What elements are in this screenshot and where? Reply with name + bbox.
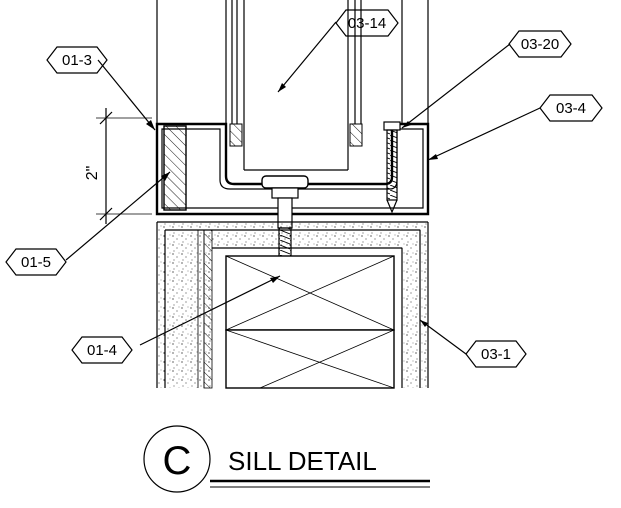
dimension-2in: 2": [84, 108, 152, 224]
svg-text:01-3: 01-3: [62, 52, 92, 69]
keynote-tag-01-3: 01-3: [46, 46, 108, 74]
svg-text:03-1: 03-1: [481, 346, 511, 363]
fastener-washer: [261, 175, 309, 189]
keynote-tag-03-4: 03-4: [539, 94, 603, 122]
detail-title-block: C SILL DETAIL: [143, 425, 430, 493]
keynote-tag-03-14: 03-14: [335, 9, 399, 37]
jamb-lines: [156, 0, 429, 170]
keynote-tag-01-4: 01-4: [71, 336, 133, 364]
gasket-left: [229, 123, 243, 147]
screw-03-20: [383, 121, 401, 214]
detail-title: SILL DETAIL: [228, 446, 377, 476]
setting-block: [163, 125, 187, 211]
rough-opening: [156, 221, 429, 389]
detail-letter: C: [163, 439, 192, 483]
svg-text:03-20: 03-20: [521, 36, 559, 53]
svg-text:03-4: 03-4: [556, 100, 586, 117]
svg-text:01-4: 01-4: [87, 342, 117, 359]
gasket-right: [349, 123, 363, 147]
dimension-label: 2": [84, 166, 101, 181]
keynote-tag-01-5: 01-5: [5, 248, 67, 276]
keynote-tag-03-1: 03-1: [465, 340, 527, 368]
svg-text:03-14: 03-14: [348, 15, 386, 32]
leaders: [65, 21, 541, 355]
svg-text:01-5: 01-5: [21, 254, 51, 271]
keynote-tag-03-20: 03-20: [508, 30, 572, 58]
